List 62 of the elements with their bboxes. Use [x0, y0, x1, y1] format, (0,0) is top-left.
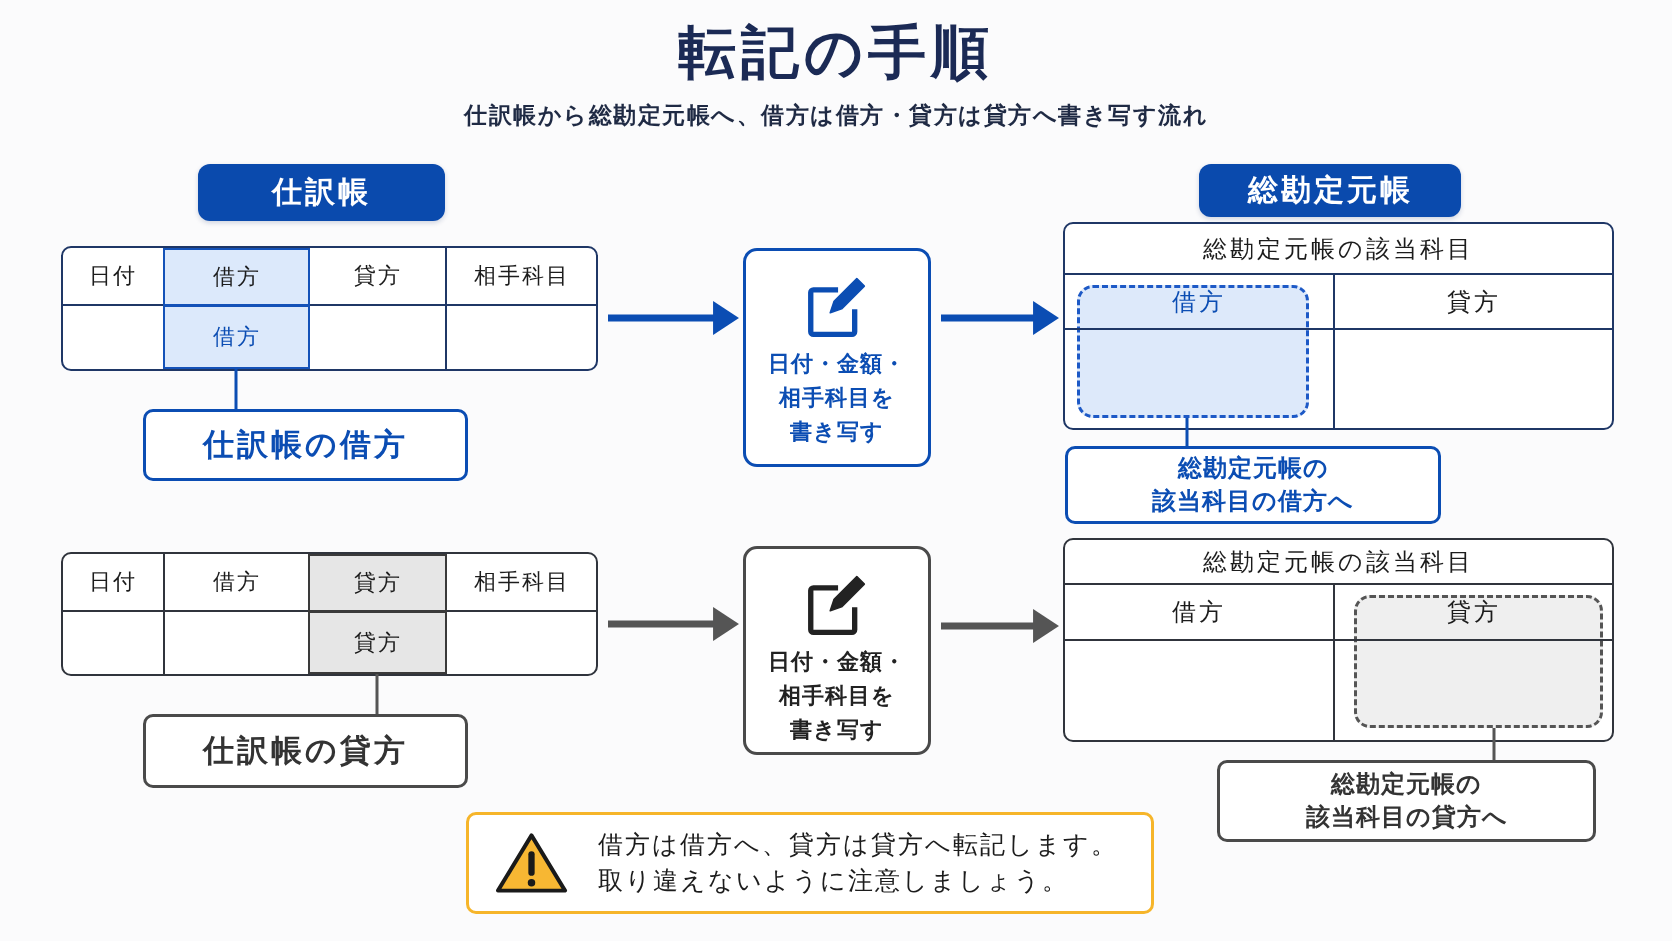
column-heading: 相手科目 — [473, 262, 570, 290]
column-heading: 日付 — [89, 568, 137, 596]
table-cell — [63, 554, 164, 611]
callout-box — [143, 714, 468, 788]
callout-text: 総勘定元帳の該当科目の借方へ — [1152, 453, 1354, 517]
warning-text: 借方は借方へ、貸方は貸方へ転記します。取り違えないように注意しましょう。 — [598, 829, 1118, 897]
table-cell — [1065, 584, 1334, 640]
table-cell — [1334, 274, 1612, 329]
table-cell — [1065, 274, 1334, 329]
column-heading: 借方 — [1172, 597, 1226, 628]
table-cell — [1065, 640, 1334, 740]
table-cell — [309, 248, 446, 305]
table-cell — [63, 611, 164, 674]
column-heading: 貸方 — [1446, 286, 1501, 318]
dashed-highlight — [1077, 285, 1309, 418]
column-heading: 日付 — [89, 262, 137, 290]
highlighted-cell — [308, 611, 447, 674]
warning-box — [466, 812, 1154, 914]
table-cell — [1334, 329, 1612, 428]
subtitle: 仕訳帳から総勘定元帳へ、借方は借方・貸方は貸方へ書き写す流れ — [462, 101, 1209, 130]
table-cell — [1334, 584, 1612, 640]
column-heading: 貸方 — [1446, 597, 1501, 628]
column-heading: 借方 — [212, 263, 261, 291]
section-title: 総勘定元帳 — [1247, 171, 1413, 209]
column-heading: 借方 — [212, 568, 261, 596]
callout-box — [1217, 760, 1596, 842]
cell-text: 借方 — [212, 323, 261, 351]
callout-box — [1065, 446, 1441, 524]
section-title: 仕訳帳 — [272, 173, 371, 211]
journal-table — [61, 246, 598, 371]
process-box — [743, 546, 931, 755]
section-header — [1199, 164, 1461, 217]
table-cell — [309, 305, 446, 369]
dashed-highlight — [1354, 595, 1603, 728]
column-heading: 貸方 — [353, 262, 402, 290]
leader-line — [1492, 728, 1496, 760]
callout-box — [143, 409, 468, 481]
cell-text: 貸方 — [353, 628, 402, 657]
leader-line — [375, 674, 379, 714]
table-heading: 総勘定元帳の該当科目 — [1203, 546, 1474, 578]
column-heading: 相手科目 — [473, 568, 570, 596]
section-header — [198, 164, 445, 221]
column-heading: 貸方 — [353, 569, 402, 597]
ledger-table — [1063, 222, 1614, 430]
process-box — [743, 248, 931, 467]
table-cell — [446, 248, 596, 305]
table-cell — [446, 305, 596, 369]
highlighted-cell — [308, 554, 447, 612]
leader-line — [1185, 418, 1189, 446]
journal-table — [61, 552, 598, 676]
highlighted-cell — [163, 305, 310, 369]
callout-text: 仕訳帳の貸方 — [203, 731, 408, 770]
leader-line — [234, 369, 238, 409]
step-description: 日付・金額・相手科目を書き写す — [768, 648, 906, 744]
callout-text: 総勘定元帳の該当科目の貸方へ — [1305, 769, 1508, 833]
callout-text: 仕訳帳の借方 — [203, 425, 408, 464]
title: 転記の手順 — [677, 17, 995, 88]
ledger-table — [1063, 538, 1614, 742]
column-heading: 借方 — [1172, 286, 1226, 318]
step-description: 日付・金額・相手科目を書き写す — [768, 350, 906, 446]
highlighted-cell — [163, 248, 310, 306]
table-heading: 総勘定元帳の該当科目 — [1203, 233, 1474, 265]
